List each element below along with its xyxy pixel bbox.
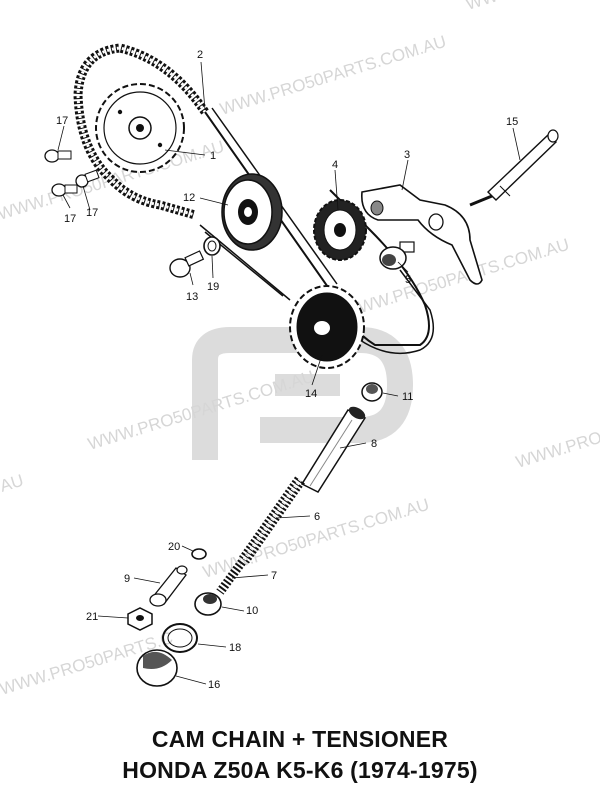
watermark-url-6: WWW.PRO50PARTS.COM.AU — [514, 385, 600, 472]
timing-sprocket — [289, 285, 365, 369]
tensioner-shaft — [469, 129, 559, 207]
spring-seat — [194, 592, 222, 616]
label-part-4: 4 — [332, 159, 338, 171]
label-part-10: 10 — [246, 605, 258, 617]
adjuster-bolt — [149, 565, 188, 607]
tensioner-sprocket — [313, 199, 367, 261]
bolt-17-b — [51, 183, 78, 197]
label-part-6: 6 — [314, 511, 320, 523]
clip — [191, 548, 207, 560]
label-part-15: 15 — [506, 116, 518, 128]
label-part-5: 5 — [405, 274, 411, 286]
sealing-cap — [136, 649, 178, 687]
tensioner-spring — [239, 476, 305, 564]
label-part-12: 12 — [183, 192, 195, 204]
washer — [203, 236, 221, 256]
label-part-9: 9 — [124, 573, 130, 585]
label-part-16: 16 — [208, 679, 220, 691]
label-part-8: 8 — [371, 438, 377, 450]
guide-roller — [221, 173, 283, 251]
label-part-13: 13 — [186, 291, 198, 303]
watermark-url-8: WWW — [464, 0, 516, 14]
tensioner-bracket — [361, 184, 483, 285]
label-part-17c: 17 — [86, 207, 98, 219]
label-part-17a: 17 — [56, 115, 68, 127]
watermark-logo — [192, 327, 414, 460]
sprocket-bolts — [44, 149, 100, 197]
label-part-20: 20 — [168, 541, 180, 553]
label-part-17b: 17 — [64, 213, 76, 225]
watermark-url-1: WWW.PRO50PARTS.COM.AU — [218, 32, 449, 119]
bolt-17-c — [75, 169, 100, 188]
leader-lines — [57, 61, 521, 685]
rod-cap — [361, 382, 383, 402]
label-part-3: 3 — [404, 149, 410, 161]
roller-bolt — [169, 250, 205, 278]
push-rod — [300, 406, 367, 493]
label-part-14: 14 — [305, 388, 317, 400]
label-part-21: 21 — [86, 611, 98, 623]
label-part-2: 2 — [197, 49, 203, 61]
cam-sprocket — [95, 83, 185, 173]
o-ring — [162, 623, 198, 653]
label-part-19: 19 — [207, 281, 219, 293]
label-part-18: 18 — [229, 642, 241, 654]
watermark-url-9: AU — [0, 471, 26, 496]
diagram-subtitle: HONDA Z50A K5-K6 (1974-1975) — [122, 757, 478, 783]
bolt-17-a — [44, 149, 72, 163]
label-part-11: 11 — [402, 391, 413, 403]
part-labels: 1 2 3 4 5 6 7 8 9 10 11 12 13 14 15 16 1… — [56, 49, 518, 691]
label-part-7: 7 — [271, 570, 277, 582]
diagram-title: CAM CHAIN + TENSIONER — [151, 726, 449, 752]
label-part-1: 1 — [210, 150, 216, 162]
lock-nut — [127, 607, 153, 631]
